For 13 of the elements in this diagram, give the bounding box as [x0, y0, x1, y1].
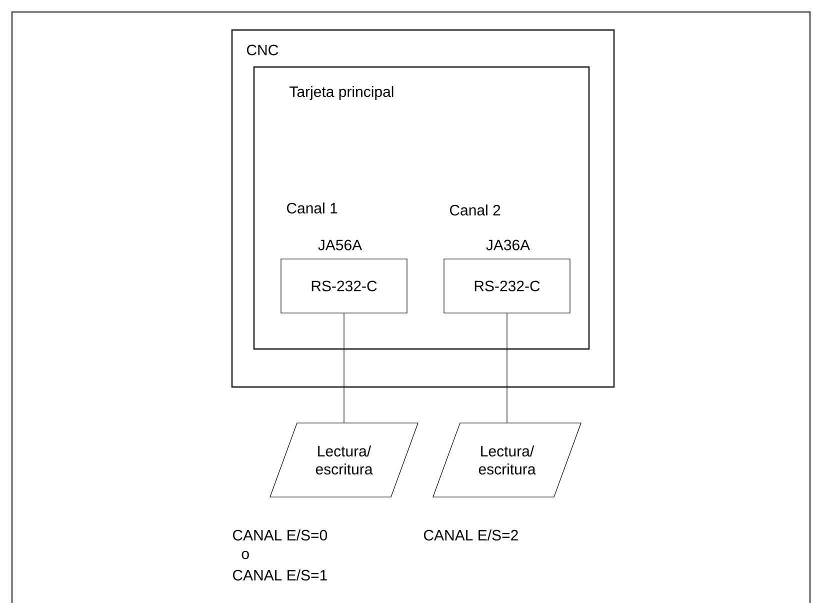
port-box: RS-232-C: [280, 258, 408, 314]
io-parallelogram: Lectura/ escritura: [270, 422, 418, 498]
connector-line: [506, 313, 508, 424]
channel-label: JA56A: [318, 240, 362, 250]
channel-setting-label: CANAL E/S=1: [232, 570, 327, 580]
io-parallelogram: Lectura/ escritura: [432, 422, 582, 498]
channel-setting-label: CANAL E/S=0: [232, 530, 328, 540]
channel-label: JA36A: [486, 240, 530, 250]
channel-label: Canal 1: [286, 202, 338, 214]
channel-setting-label: CANAL E/S=2: [424, 530, 518, 540]
channel-label: Canal 2: [450, 204, 500, 216]
channel-setting-label: o: [242, 550, 249, 560]
port-box: RS-232-C: [444, 258, 570, 314]
